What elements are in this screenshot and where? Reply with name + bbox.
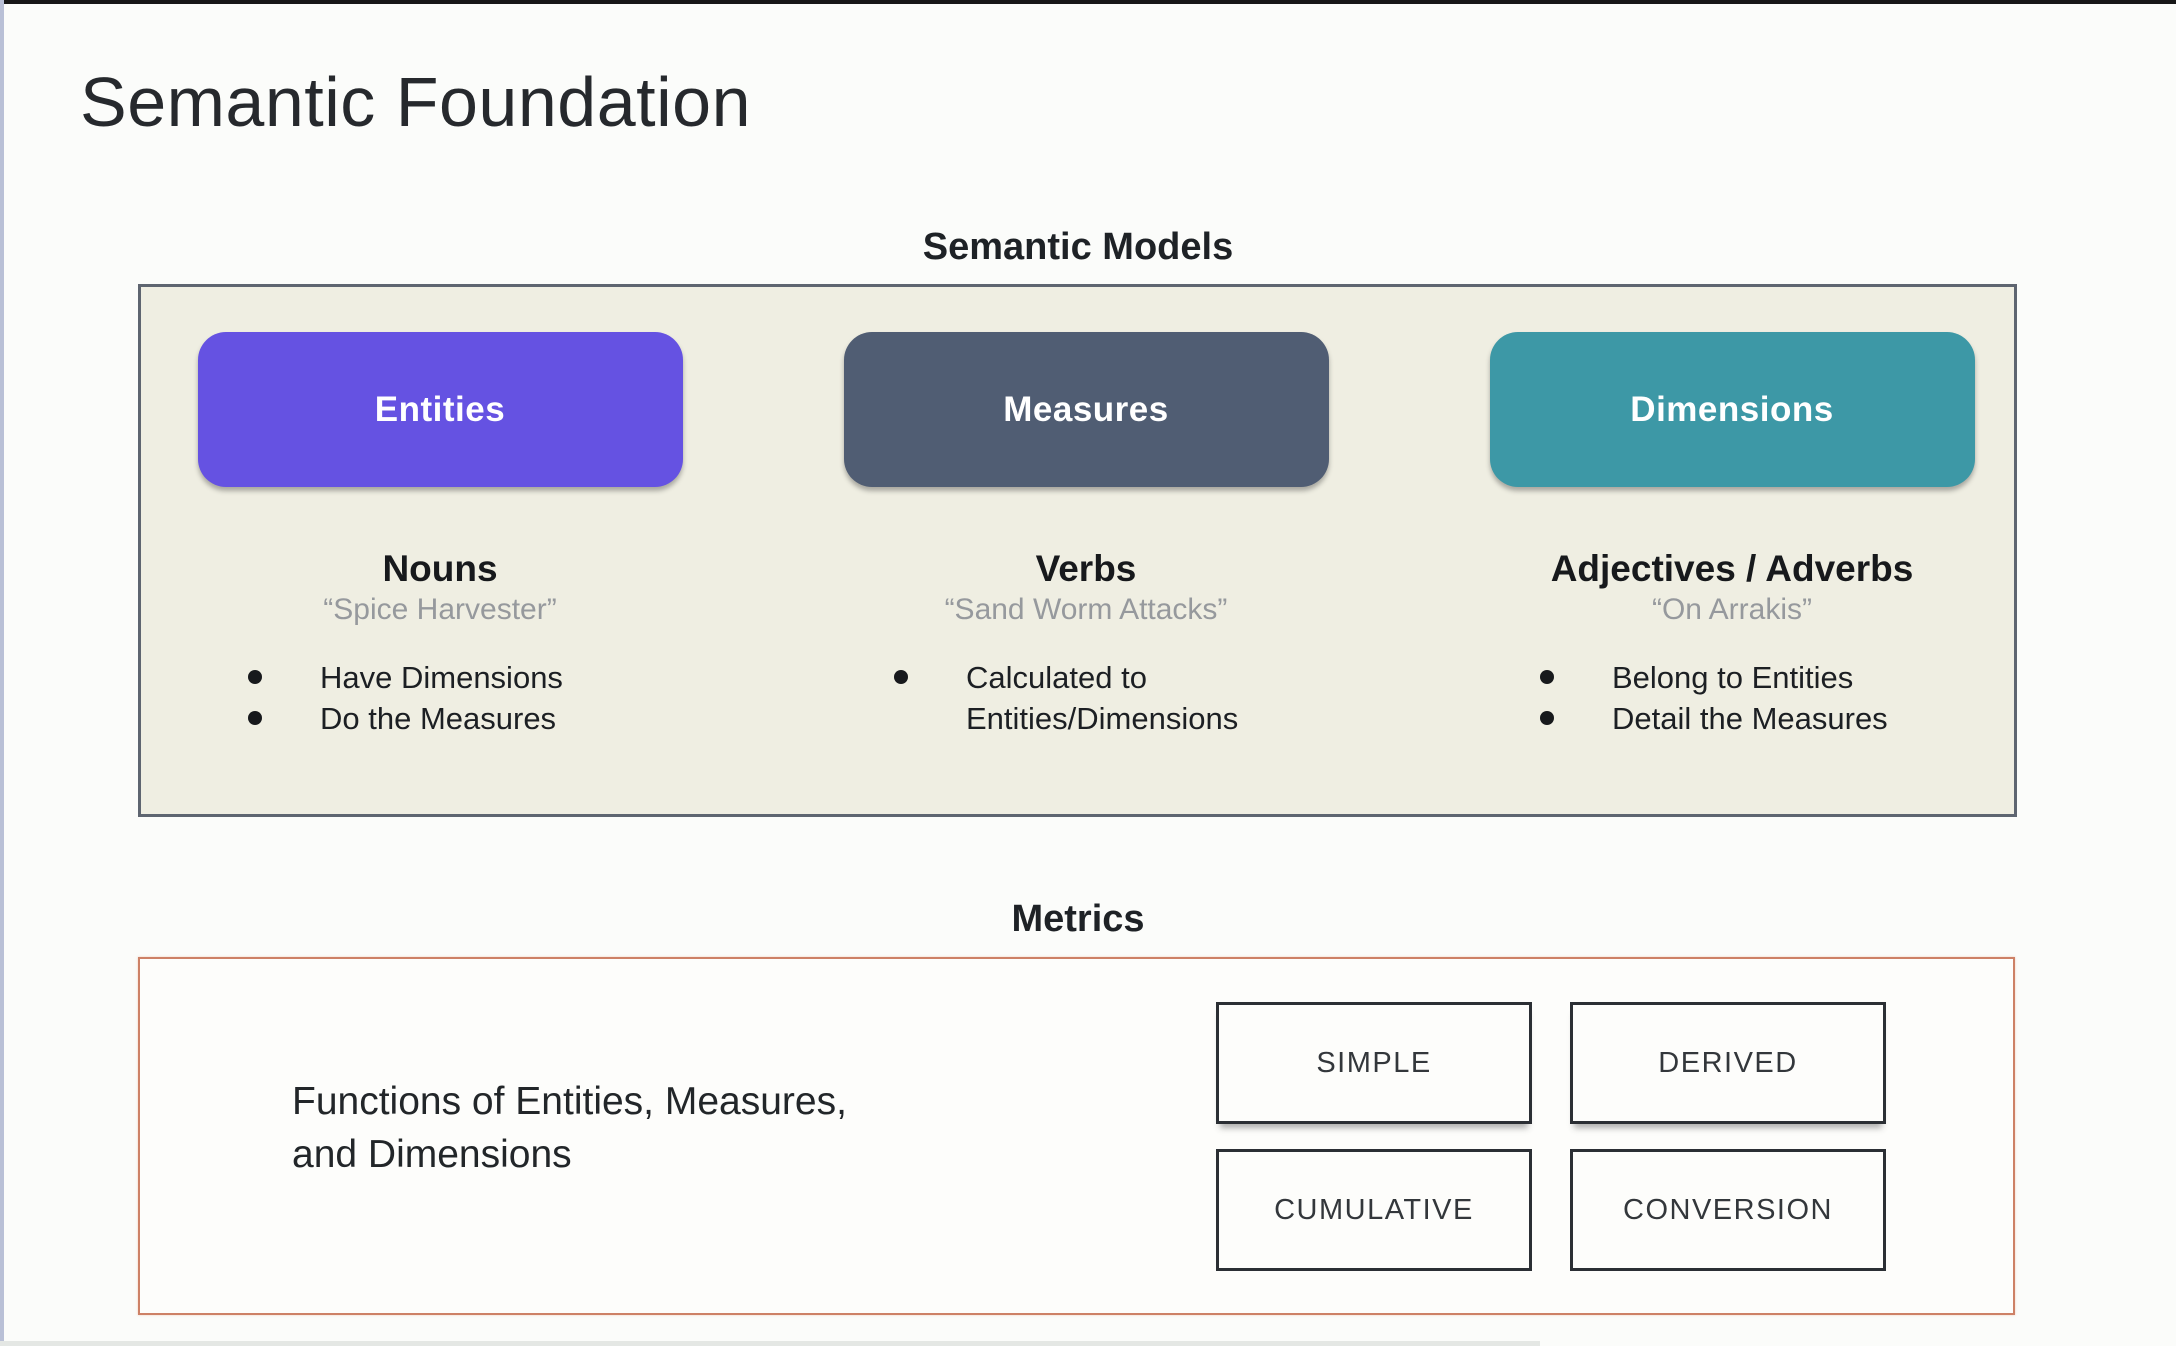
metric-type-conversion: CONVERSION	[1570, 1149, 1886, 1271]
metrics-panel: Functions of Entities, Measures, and Dim…	[138, 957, 2015, 1315]
bullet-dot	[248, 710, 262, 725]
metrics-description-line2: and Dimensions	[292, 1133, 572, 1176]
measures-pill-label: Measures	[1003, 389, 1169, 429]
frame-top-edge	[0, 0, 2176, 4]
list-item: Detail the Measures	[1540, 698, 2012, 739]
metric-type-simple: SIMPLE	[1216, 1002, 1532, 1124]
metrics-description: Functions of Entities, Measures, and Dim…	[292, 1075, 847, 1181]
dimensions-subtitle: Adjectives / Adverbs	[1550, 548, 1914, 589]
entities-bullet-list: Have Dimensions Do the Measures	[160, 657, 720, 739]
frame-bottom-edge	[0, 1341, 1540, 1346]
dimensions-pill-label: Dimensions	[1630, 389, 1834, 429]
measures-column: Measures Verbs “Sand Worm Attacks” Calcu…	[806, 287, 1366, 739]
metric-type-derived: DERIVED	[1570, 1002, 1886, 1124]
measures-pill: Measures	[843, 332, 1329, 487]
bullet-dot	[248, 669, 262, 684]
entities-subtitle: Nouns	[382, 548, 498, 589]
metric-type-cumulative: CUMULATIVE	[1216, 1149, 1532, 1271]
metric-types-grid: SIMPLE DERIVED CUMULATIVE CONVERSION	[1216, 1002, 1886, 1271]
frame-left-edge	[0, 0, 4, 1346]
bullet-dot	[1540, 669, 1554, 684]
dimensions-column: Dimensions Adjectives / Adverbs “On Arra…	[1452, 287, 2012, 739]
list-item: Have Dimensions	[248, 657, 720, 698]
entities-column: Entities Nouns “Spice Harvester” Have Di…	[160, 287, 720, 739]
bullet-dot	[894, 669, 908, 684]
list-item: Belong to Entities	[1540, 657, 2012, 698]
list-item: Calculated to Entities/Dimensions	[894, 657, 1366, 739]
measures-quote: “Sand Worm Attacks”	[944, 592, 1228, 626]
dimensions-pill: Dimensions	[1489, 332, 1975, 487]
entities-pill: Entities	[197, 332, 683, 487]
entities-quote: “Spice Harvester”	[323, 592, 557, 626]
measures-subtitle: Verbs	[1035, 548, 1137, 589]
semantic-models-heading: Semantic Models	[922, 226, 1234, 268]
entities-pill-label: Entities	[374, 389, 506, 429]
semantic-models-panel: Entities Nouns “Spice Harvester” Have Di…	[138, 284, 2017, 817]
measures-bullet-list: Calculated to Entities/Dimensions	[806, 657, 1366, 739]
bullet-dot	[1540, 710, 1554, 725]
metrics-heading: Metrics	[1011, 898, 1145, 940]
dimensions-bullet-list: Belong to Entities Detail the Measures	[1452, 657, 2012, 739]
slide-title: Semantic Foundation	[80, 63, 752, 141]
dimensions-quote: “On Arrakis”	[1651, 592, 1813, 626]
list-item: Do the Measures	[248, 698, 720, 739]
metrics-description-line1: Functions of Entities, Measures,	[292, 1080, 847, 1123]
